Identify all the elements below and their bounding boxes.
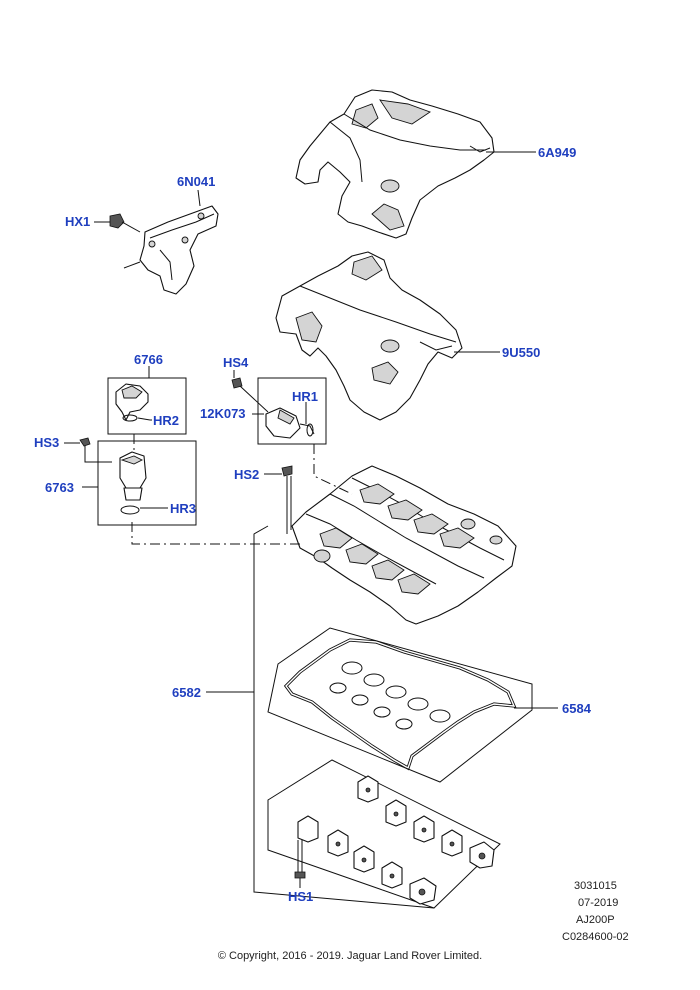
callout-6582[interactable]: 6582 bbox=[172, 685, 201, 700]
gasket-lobes bbox=[329, 661, 451, 730]
callout-6584[interactable]: 6584 bbox=[562, 701, 591, 716]
chain-lines bbox=[131, 434, 353, 545]
callout-hs3[interactable]: HS3 bbox=[34, 435, 60, 450]
illustration-date: 07-2019 bbox=[578, 897, 619, 909]
bolt-hx1[interactable] bbox=[109, 213, 141, 233]
callout-hs2[interactable]: HS2 bbox=[234, 467, 260, 482]
isolator-grommets[interactable] bbox=[297, 775, 495, 905]
model-code: AJ200P bbox=[576, 914, 615, 926]
cam-cover-ribs bbox=[305, 477, 505, 595]
bolt-hs1[interactable] bbox=[294, 840, 306, 879]
callout-hr2[interactable]: HR2 bbox=[153, 413, 180, 428]
callout-6a949[interactable]: 6A949 bbox=[538, 145, 577, 160]
leader-lines bbox=[64, 151, 558, 888]
callout-9u550[interactable]: 9U550 bbox=[502, 345, 541, 360]
oil-filler-cap[interactable] bbox=[115, 383, 151, 422]
reference-code: C0284600-02 bbox=[562, 931, 629, 943]
gasket-kit-frame bbox=[267, 627, 533, 783]
callout-hs1[interactable]: HS1 bbox=[288, 889, 314, 904]
callout-12k073[interactable]: 12K073 bbox=[200, 406, 246, 421]
callout-6763[interactable]: 6763 bbox=[45, 480, 74, 495]
oil-separator[interactable] bbox=[119, 451, 152, 515]
callout-hr1[interactable]: HR1 bbox=[292, 389, 319, 404]
callout-hs4[interactable]: HS4 bbox=[223, 355, 249, 370]
engine-cover-upper[interactable] bbox=[295, 89, 495, 239]
bolt-hs3[interactable] bbox=[79, 437, 112, 463]
cover-kit-bracket bbox=[253, 525, 435, 909]
cylinder-head-cover[interactable] bbox=[291, 465, 517, 625]
engine-cover-lower[interactable] bbox=[275, 251, 463, 421]
callout-hr3[interactable]: HR3 bbox=[170, 501, 197, 516]
sensor-12k073[interactable] bbox=[265, 407, 315, 439]
bolt-hs2[interactable] bbox=[281, 465, 293, 534]
callout-6766[interactable]: 6766 bbox=[134, 352, 163, 367]
bolt-hs4[interactable] bbox=[231, 377, 269, 413]
gasket-6584[interactable] bbox=[283, 638, 517, 771]
callout-6n041[interactable]: 6N041 bbox=[177, 174, 216, 189]
isolators-frame bbox=[267, 759, 501, 909]
copyright-notice: © Copyright, 2016 - 2019. Jaguar Land Ro… bbox=[217, 950, 483, 962]
illustration-code: 3031015 bbox=[574, 880, 617, 892]
bracket-6n041[interactable] bbox=[123, 205, 219, 295]
callout-hx1[interactable]: HX1 bbox=[65, 214, 91, 229]
